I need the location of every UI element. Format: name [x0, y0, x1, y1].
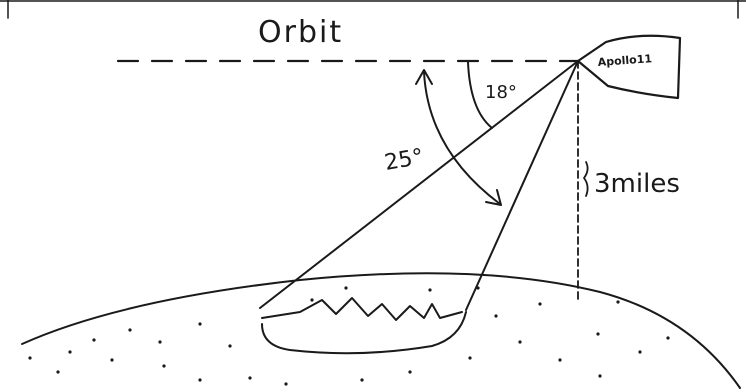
angle-25-arrow-bottom: [485, 189, 502, 206]
earth-surface: [21, 272, 741, 389]
sight-line-right: [465, 60, 579, 311]
spacecraft-shape: [576, 34, 682, 100]
spacecraft-label: Apollo11: [597, 52, 652, 69]
angle-18-label: 18°: [485, 82, 517, 103]
surface-dots: [28, 286, 670, 386]
angle-25-label: 25°: [383, 145, 426, 176]
altitude-brace: [583, 161, 589, 197]
sight-line-left: [259, 60, 579, 309]
angle-25-arrow-top: [415, 69, 433, 85]
altitude-label: 3miles: [594, 169, 680, 199]
angle-25-arc: [423, 71, 501, 205]
angle-18-arc: [467, 61, 493, 129]
terrain-ridge: [261, 297, 463, 321]
orbit-label: Orbit: [258, 15, 343, 50]
terrain-basin: [261, 311, 467, 355]
